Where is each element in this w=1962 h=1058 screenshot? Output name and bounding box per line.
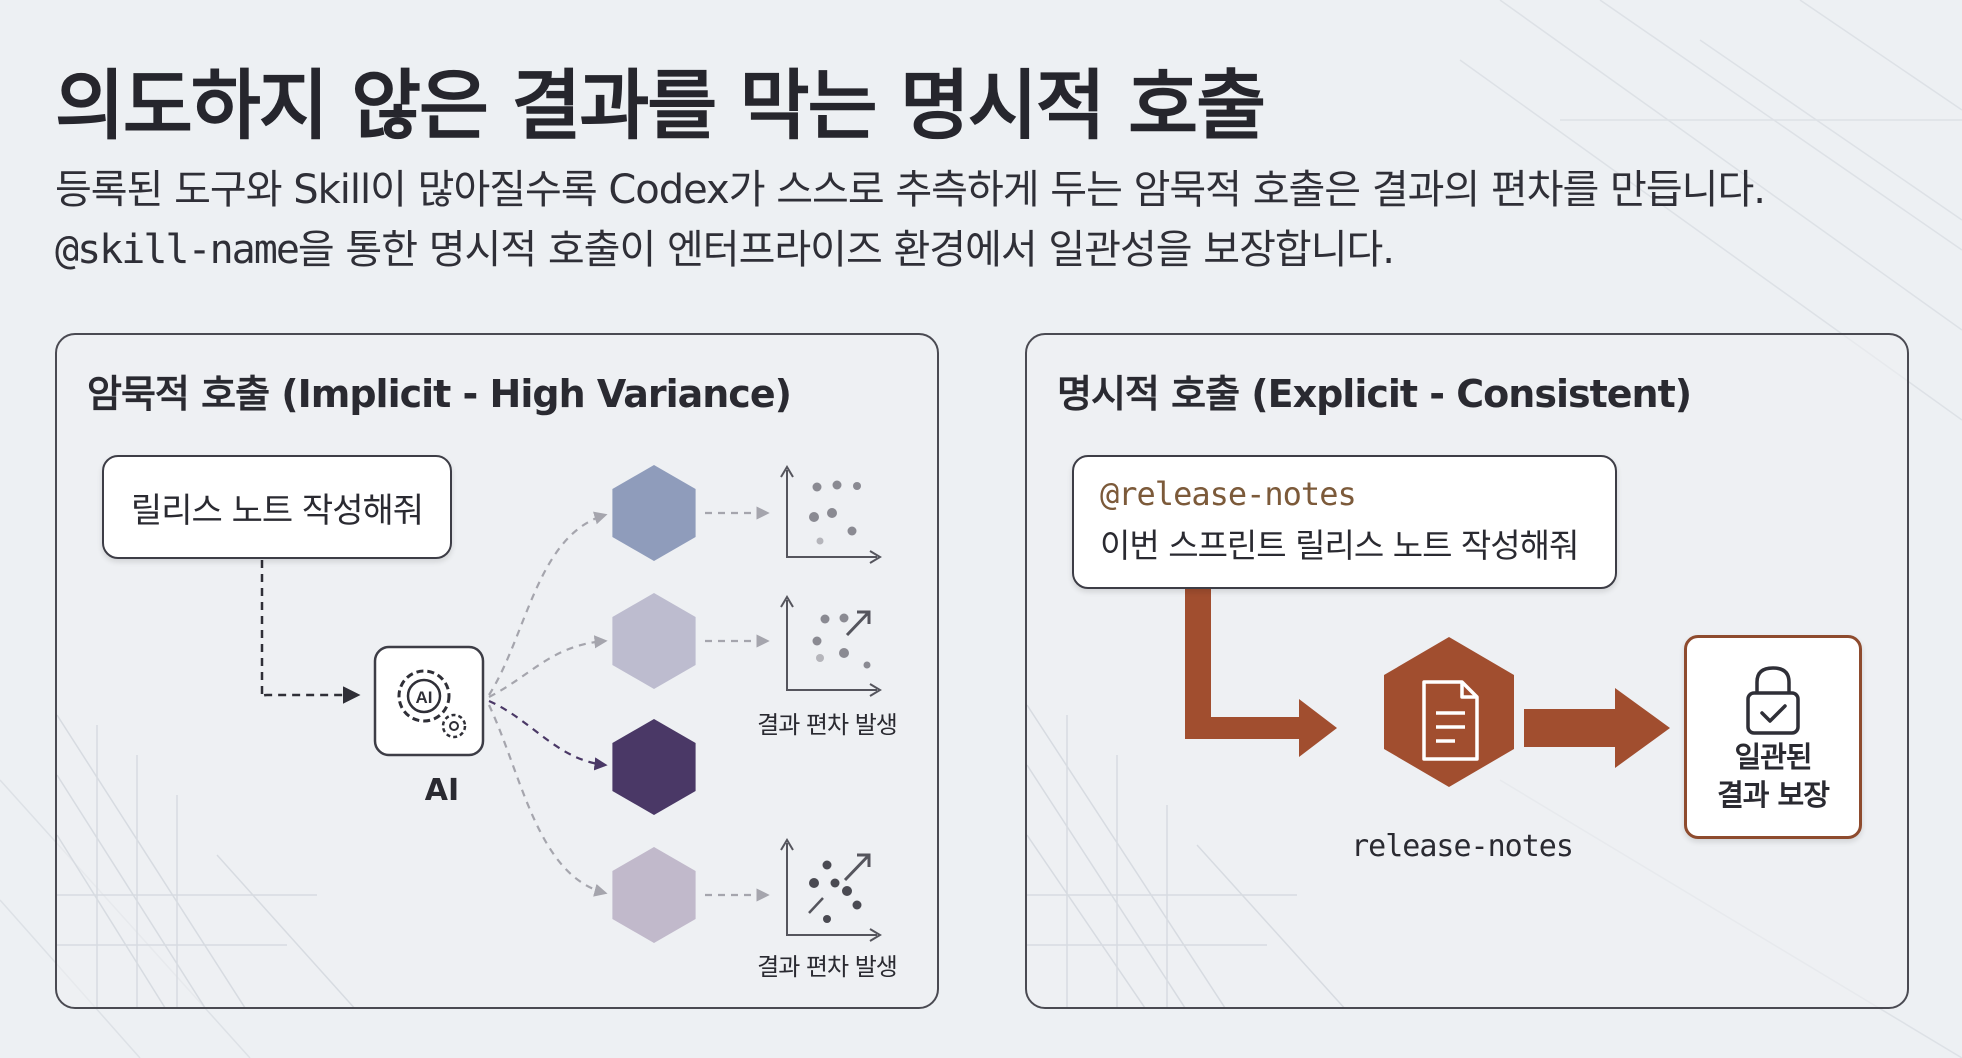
panel-decoration (57, 714, 355, 1007)
prompt-to-ai-connector (260, 560, 361, 704)
implicit-prompt-box: 릴리스 노트 작성해줘 (102, 455, 452, 559)
fanout-arrow-3 (488, 699, 608, 771)
consistent-result-box: 일관된 결과 보장 (1684, 635, 1862, 839)
skill-label: release-notes (1351, 829, 1574, 864)
scatter-plot-icon (780, 838, 882, 942)
ai-gear-icon: AI (373, 645, 485, 757)
fanout-arrow-1 (488, 511, 608, 696)
explicit-panel-title: 명시적 호출 (Explicit - Consistent) (1057, 372, 1692, 416)
implicit-diagram: AI (57, 465, 882, 1007)
document-icon (1422, 680, 1479, 761)
outcome-hexagon-2 (612, 593, 696, 689)
result-text: 일관된 결과 보장 (1687, 738, 1859, 814)
outcome-hexagon-4 (612, 847, 696, 943)
variance-label: 결과 편차 발생 (757, 953, 898, 981)
variance-label: 결과 편차 발생 (757, 711, 898, 739)
explicit-prompt-text: 이번 스프린트 릴리스 노트 작성해줘 (1100, 526, 1579, 565)
skill-to-result-arrow (1524, 688, 1670, 768)
subtitle-skill-mention: @skill-name (55, 227, 300, 273)
release-notes-skill-hexagon (1384, 637, 1514, 787)
fanout-arrow-2 (488, 635, 608, 698)
explicit-prompt-box: @release-notes 이번 스프린트 릴리스 노트 작성해줘 (1072, 455, 1617, 589)
subtitle-line-2: @skill-name을 통한 명시적 호출이 엔터프라이즈 환경에서 일관성을… (55, 220, 1765, 280)
explicit-invocation-panel: 명시적 호출 (Explicit - Consistent) @release-… (1025, 333, 1909, 1009)
outcome-hexagon-3 (612, 719, 696, 815)
lock-check-icon (1746, 666, 1800, 735)
result-line-2: 결과 보장 (1717, 778, 1830, 812)
prompt-to-skill-arrow (1185, 589, 1337, 757)
outcome-hexagon-1 (612, 465, 696, 561)
panel-decoration (1027, 704, 1345, 1007)
page-title: 의도하지 않은 결과를 막는 명시적 호출 (55, 61, 1266, 150)
result-line-1: 일관된 (1734, 740, 1812, 774)
subtitle-line-2-text: 을 통한 명시적 호출이 엔터프라이즈 환경에서 일관성을 보장합니다. (297, 227, 1395, 273)
explicit-diagram (1027, 589, 1670, 1007)
subtitle-line-1: 등록된 도구와 Skill이 많아질수록 Codex가 스스로 추측하게 두는 … (55, 167, 1766, 213)
implicit-panel-title: 암묵적 호출 (Implicit - High Variance) (87, 372, 792, 416)
ai-label: AI (424, 773, 460, 808)
scatter-plot-icon (780, 465, 882, 564)
fanout-arrow-4 (488, 704, 608, 897)
page-subtitle: 등록된 도구와 Skill이 많아질수록 Codex가 스스로 추측하게 두는 … (55, 160, 1766, 280)
svg-text:AI: AI (416, 688, 433, 707)
implicit-invocation-panel: AI (55, 333, 939, 1009)
skill-mention: @release-notes (1100, 475, 1357, 513)
scatter-plot-icon (780, 595, 882, 697)
